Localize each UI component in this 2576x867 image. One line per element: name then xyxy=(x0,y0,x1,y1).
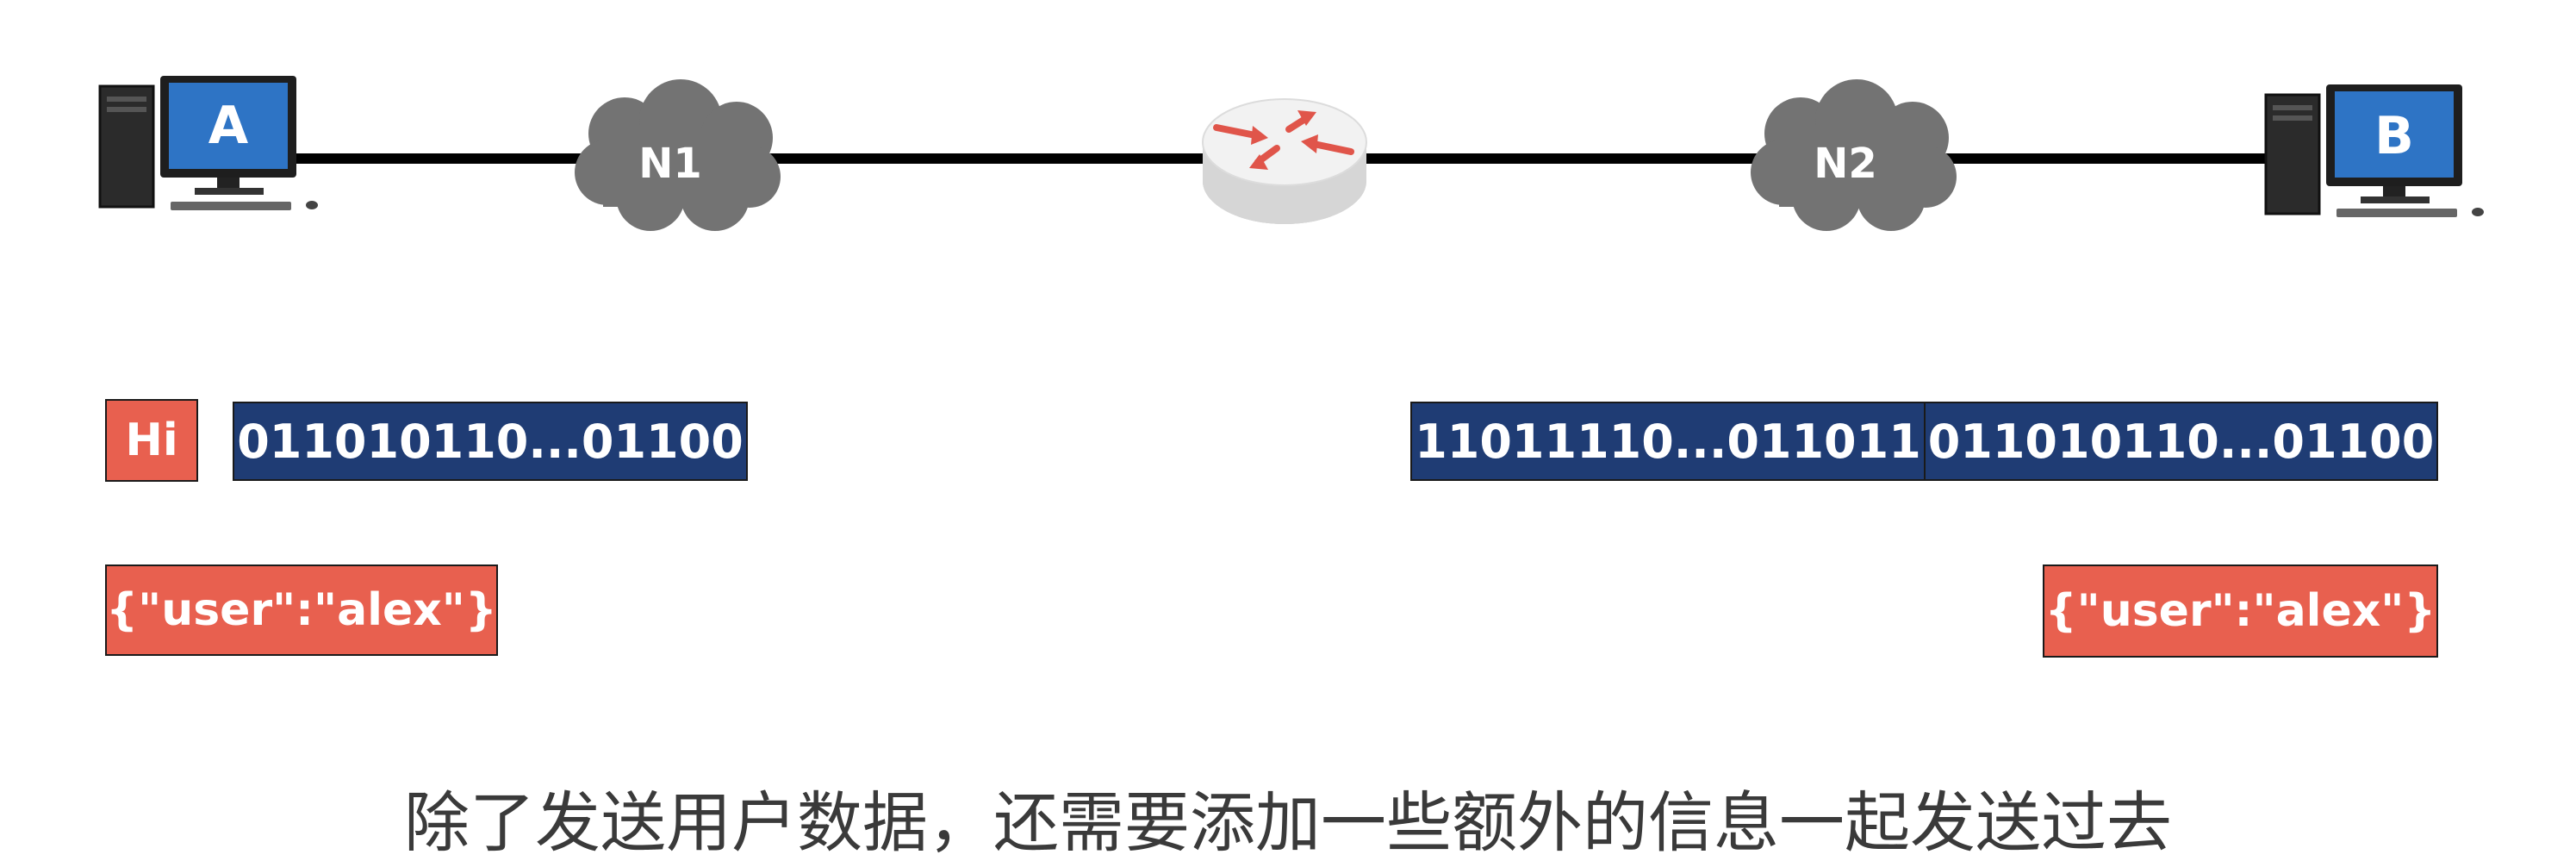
router-icon xyxy=(1202,98,1367,224)
network-n1-cloud-icon: N1 xyxy=(575,79,781,231)
host-a-label: A xyxy=(208,96,249,156)
message-hi-box: Hi xyxy=(105,399,198,482)
network-n2-cloud-icon: N2 xyxy=(1751,79,1957,231)
sender-json-box: {"user":"alex"} xyxy=(105,564,498,656)
host-b-computer-icon: B xyxy=(2264,84,2484,217)
receiver-payload-bits-box: 011010110...01100 xyxy=(1924,402,2438,481)
host-a-computer-icon: A xyxy=(98,76,318,210)
network-n2-label: N2 xyxy=(1814,140,1877,188)
receiver-json-box: {"user":"alex"} xyxy=(2043,564,2438,658)
receiver-header-bits-box: 11011110...011011 xyxy=(1410,402,1926,481)
network-n1-label: N1 xyxy=(638,140,702,188)
host-b-label: B xyxy=(2374,106,2414,166)
caption-subtitle: 除了发送用户数据，还需要添加一些额外的信息一起发送过去 xyxy=(404,784,2172,861)
sender-payload-bits-box: 011010110...01100 xyxy=(233,402,748,481)
